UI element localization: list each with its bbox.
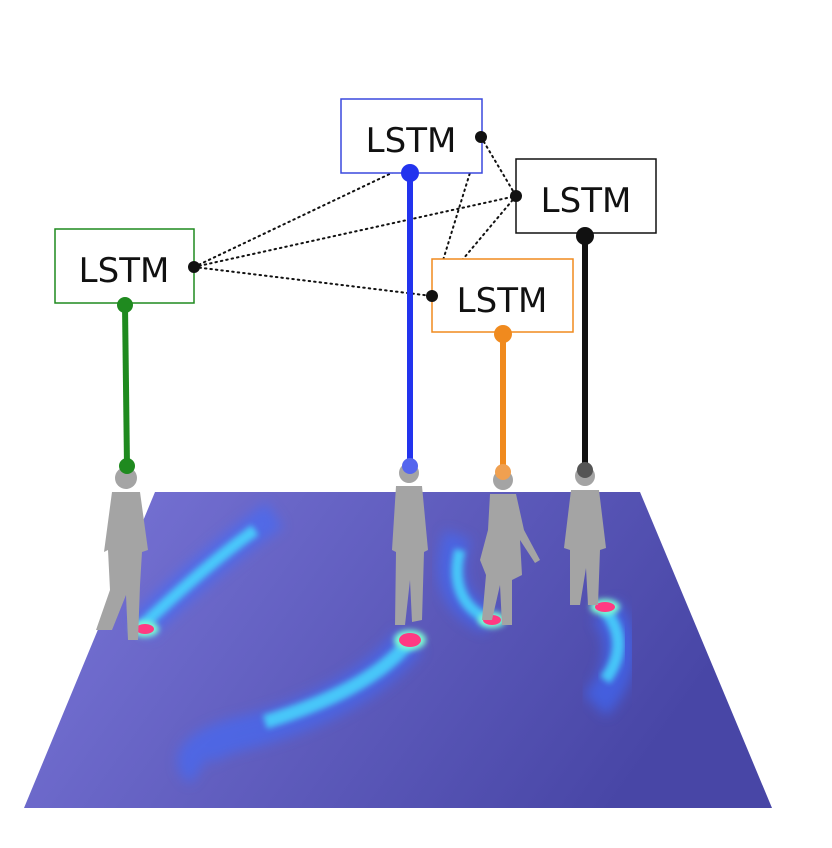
- lstm-node-black: LSTM: [515, 158, 657, 234]
- lstm-node-orange: LSTM: [431, 258, 574, 333]
- trail-blue: [177, 629, 426, 785]
- connection-green-black: [193, 195, 517, 268]
- endpoint-orange-bot: [495, 464, 511, 480]
- connection-green-blue: [193, 169, 399, 268]
- pedestrians: [96, 463, 606, 640]
- stem-endpoints: [117, 164, 594, 480]
- stem-green: [122, 305, 130, 467]
- endpoint-blue-top: [401, 164, 419, 182]
- lstm-node-green: LSTM: [54, 228, 195, 304]
- connection-green-orange: [193, 266, 433, 297]
- endpoint-black-top: [576, 227, 594, 245]
- pooling-dots: [188, 131, 522, 302]
- endpoint-black-bot: [577, 462, 593, 478]
- endpoint-green-top: [117, 297, 133, 313]
- stems: [122, 172, 588, 472]
- pedestrian-green: [96, 467, 148, 640]
- trail-green: [129, 502, 284, 639]
- lstm-label-orange: LSTM: [457, 281, 548, 321]
- endpoint-blue-bot: [402, 458, 418, 474]
- lstm-node-blue: LSTM: [340, 98, 483, 174]
- pool-dot-black: [510, 190, 522, 202]
- connection-blue-black: [480, 136, 517, 197]
- lstm-label-blue: LSTM: [366, 121, 457, 161]
- endpoint-orange-top: [494, 325, 512, 343]
- lstm-label-green: LSTM: [79, 251, 170, 291]
- connection-black-orange: [431, 195, 517, 297]
- endpoint-green-bot: [119, 458, 135, 474]
- pool-dot-orange: [426, 290, 438, 302]
- pool-dot-green: [188, 261, 200, 273]
- pool-dot-blue: [475, 131, 487, 143]
- lstm-label-black: LSTM: [541, 181, 632, 221]
- heatmap-trails: [129, 502, 636, 785]
